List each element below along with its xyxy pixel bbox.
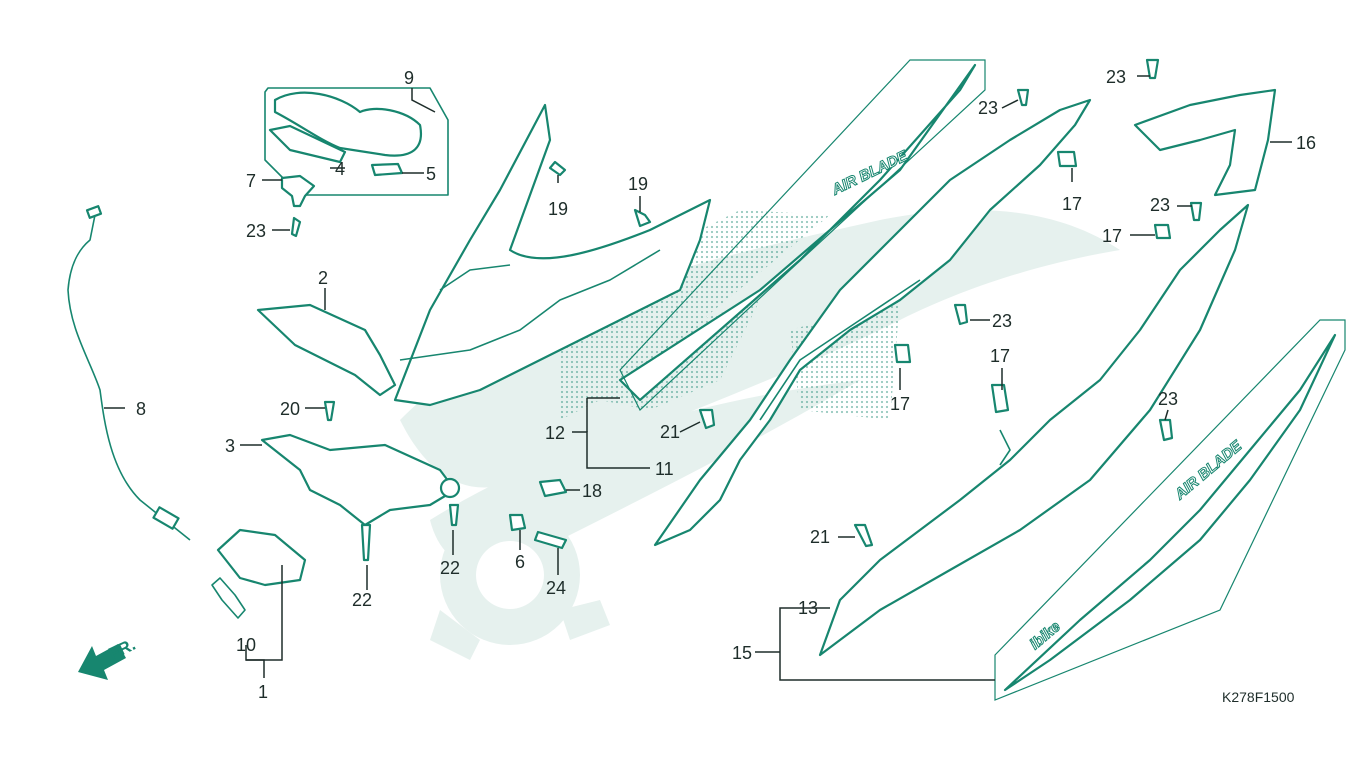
callout-2: 2 [318, 268, 328, 288]
side-panel-11-shape [653, 98, 1092, 547]
fasteners [290, 58, 1203, 562]
callout-8: 8 [136, 399, 146, 419]
rear-cover-13-shape [818, 203, 1250, 657]
callout-23-left: 23 [246, 221, 266, 241]
lock-1-shape [216, 528, 307, 587]
callout-19-top: 19 [548, 199, 568, 219]
grab-rail-16-shape [1133, 88, 1277, 197]
watermark-logo [400, 210, 1120, 660]
clip-7-shape [280, 174, 316, 208]
callout-17-far: 17 [990, 346, 1010, 366]
front-cover-2-shape [256, 103, 712, 407]
callout-21-right: 21 [810, 527, 830, 547]
callout-10: 10 [236, 635, 256, 655]
callout-20: 20 [280, 399, 300, 419]
callout-11: 11 [655, 459, 674, 479]
callout-17-mid: 17 [890, 394, 910, 414]
callout-23-mid: 23 [992, 311, 1012, 331]
side-panel-12-shape [618, 63, 977, 402]
callout-5: 5 [426, 164, 436, 184]
front-direction-arrow: FR. [78, 635, 139, 680]
bracket-3-shape [260, 433, 457, 527]
callout-labels: 9 4 5 7 23 2 8 3 20 19 19 18 22 22 6 24 … [136, 67, 1316, 702]
panel-12-frame [619, 59, 986, 411]
callout-15: 15 [732, 643, 752, 663]
pad-5-shape [370, 162, 404, 177]
callout-24: 24 [546, 578, 566, 598]
callout-23-right: 23 [1150, 195, 1170, 215]
callout-12: 12 [545, 423, 565, 443]
spring-10-shape [211, 577, 246, 619]
seat-pad-9-shape [273, 91, 423, 157]
callout-17-top: 17 [1062, 194, 1082, 214]
callout-1: 1 [258, 682, 268, 702]
callout-19-mid: 19 [628, 174, 648, 194]
leader-lines [104, 75, 1292, 681]
cable-8-shape [67, 205, 191, 541]
part-9-group-frame [264, 87, 449, 196]
callout-3: 3 [225, 436, 235, 456]
callout-23-top: 23 [978, 98, 998, 118]
callout-18: 18 [582, 481, 602, 501]
callout-16: 16 [1296, 133, 1316, 153]
callout-23-topright: 23 [1106, 67, 1126, 87]
callout-17-right: 17 [1102, 226, 1122, 246]
callout-7: 7 [246, 171, 256, 191]
callout-4: 4 [335, 159, 345, 179]
strip-4-shape [268, 124, 347, 164]
callout-22-right: 22 [440, 558, 460, 578]
callout-9: 9 [404, 68, 414, 88]
callout-23-far: 23 [1158, 389, 1178, 409]
drawing-code: K278F1500 [1222, 689, 1295, 705]
callout-22-left: 22 [352, 590, 372, 610]
callout-6: 6 [515, 552, 525, 572]
callout-21-left: 21 [660, 422, 680, 442]
bush-hole [439, 477, 461, 499]
callout-13: 13 [798, 598, 818, 618]
